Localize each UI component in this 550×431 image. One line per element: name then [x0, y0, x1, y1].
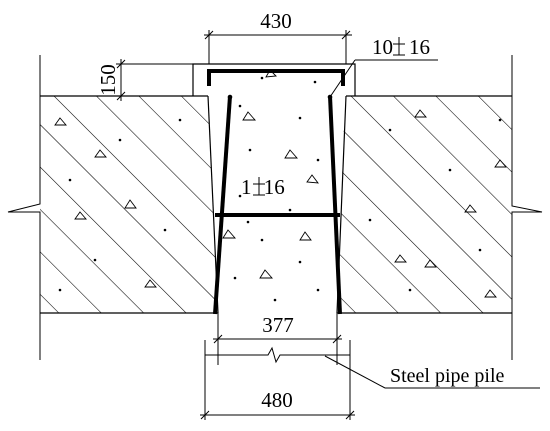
ground-hatch-right	[337, 96, 512, 313]
dimension-inner-width	[213, 313, 342, 365]
pile-break-line	[205, 346, 350, 364]
rebar-left-vertical	[213, 95, 232, 315]
rebar-dot-left	[227, 94, 233, 100]
left-edge-break	[7, 55, 41, 360]
label-377: 377	[262, 313, 294, 337]
dimension-cap-height	[116, 59, 196, 101]
callout-top-rebar	[329, 59, 438, 98]
pile-cap-top-outline	[192, 63, 356, 96]
right-edge-break	[511, 55, 543, 360]
concrete-speckle	[58, 76, 502, 302]
rebar-grade-symbol-top	[393, 37, 405, 56]
dimension-top-width	[204, 30, 352, 64]
rebar-right-vertical	[328, 95, 342, 315]
label-430: 430	[260, 9, 292, 33]
rebar-grade-symbol-mid	[253, 177, 265, 196]
callout-pile	[324, 355, 540, 389]
ground-hatch-left	[40, 96, 218, 313]
label-150: 150	[96, 64, 120, 96]
label-steel-pipe-pile: Steel pipe pile	[390, 365, 505, 387]
label-480: 480	[261, 388, 293, 412]
dimension-outer-width	[200, 340, 355, 420]
